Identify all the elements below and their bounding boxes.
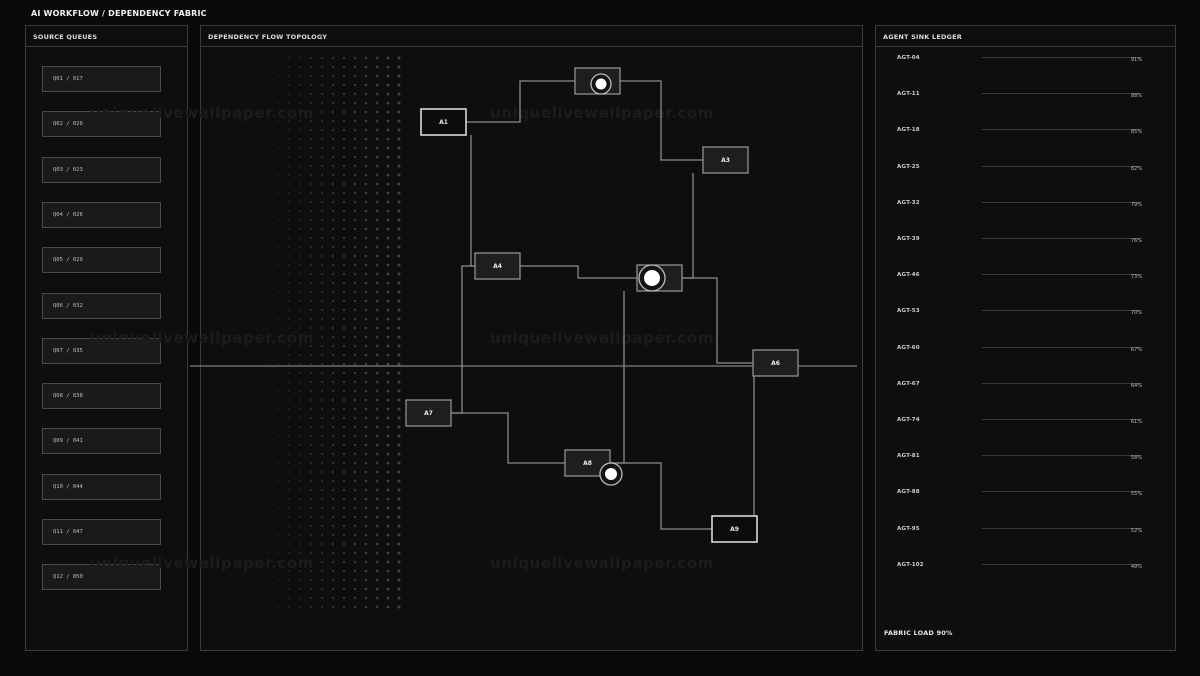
ledger-divider: [982, 274, 1142, 276]
ledger-divider: [982, 310, 1142, 312]
topology-panel: DEPENDENCY FLOW TOPOLOGY: [200, 25, 863, 651]
ledger-divider: [982, 491, 1142, 493]
queue-item[interactable]: Q09 / 041: [42, 428, 161, 455]
queue-item[interactable]: Q05 / 029: [42, 247, 161, 274]
ledger-row: AGT-60 67%: [876, 345, 1177, 365]
fabric-load-label: FABRIC LOAD 90%: [884, 629, 953, 637]
ledger-divider: [982, 419, 1142, 420]
queue-item[interactable]: Q02 / 020: [42, 111, 161, 138]
queue-item[interactable]: Q04 / 026: [42, 201, 161, 228]
ledger-agent-name: AGT-39: [897, 236, 920, 242]
app-title: AI WORKFLOW / DEPENDENCY FABRIC: [31, 9, 207, 18]
ledger-percentage: 88%: [1130, 93, 1142, 100]
ledger-divider: [982, 455, 1142, 457]
ledger-row: AGT-102 49%: [876, 562, 1177, 582]
queue-item[interactable]: Q01 / 017: [42, 66, 161, 92]
ledger-agent-name: AGT-95: [897, 525, 920, 532]
ledger-agent-name: AGT-32: [897, 199, 920, 206]
ledger-percentage: 76%: [1130, 238, 1142, 244]
ledger-row: AGT-46 73%: [876, 272, 1177, 292]
queue-item[interactable]: Q12 / 050: [42, 564, 161, 591]
ledger-agent-name: AGT-04: [897, 55, 920, 61]
ledger-percentage: 61%: [1130, 419, 1142, 425]
ledger-divider: [982, 346, 1142, 348]
ledger-agent-name: AGT-88: [897, 489, 920, 496]
ledger-percentage: 55%: [1130, 491, 1142, 498]
ledger-agent-name: AGT-46: [897, 272, 920, 279]
ledger-divider: [982, 93, 1142, 95]
ledger-agent-name: AGT-53: [897, 308, 920, 315]
ledger-row: AGT-95 52%: [876, 526, 1177, 546]
ledger-row: AGT-32 79%: [876, 200, 1177, 220]
queue-item[interactable]: Q11 / 047: [42, 519, 161, 545]
ledger-agent-name: AGT-25: [897, 163, 920, 170]
ledger-percentage: 52%: [1130, 527, 1142, 534]
ledger-agent-name: AGT-60: [897, 344, 920, 351]
ledger-row: AGT-88 55%: [876, 489, 1177, 509]
ledger-divider: [982, 201, 1142, 203]
ledger-percentage: 91%: [1130, 57, 1142, 63]
ledger-divider: [982, 238, 1142, 239]
queue-item[interactable]: Q07 / 035: [42, 337, 161, 364]
ledger-percentage: 70%: [1130, 310, 1142, 317]
ledger-agent-name: AGT-67: [897, 380, 920, 387]
ledger-row: AGT-18 85%: [876, 127, 1177, 147]
ledger-agent-name: AGT-102: [897, 561, 924, 568]
ledger-row: AGT-25 82%: [876, 164, 1177, 184]
ledger-percentage: 82%: [1130, 165, 1142, 172]
queue-item[interactable]: Q06 / 032: [42, 292, 161, 319]
ledger-agent-name: AGT-11: [897, 91, 920, 98]
ledger-agent-name: AGT-74: [897, 417, 920, 423]
ledger-row: AGT-81 58%: [876, 453, 1177, 473]
ledger-percentage: 85%: [1130, 129, 1142, 136]
ledger-percentage: 79%: [1130, 201, 1142, 208]
ledger-divider: [982, 382, 1142, 384]
ledger-row: AGT-67 64%: [876, 381, 1177, 401]
source-queues-title: SOURCE QUEUES: [26, 26, 187, 47]
ledger-divider: [982, 57, 1142, 58]
ledger-row: AGT-11 88%: [876, 91, 1177, 111]
topology-title: DEPENDENCY FLOW TOPOLOGY: [201, 26, 862, 47]
ledger-divider: [982, 165, 1142, 167]
ledger-agent-name: AGT-18: [897, 127, 920, 134]
ledger-divider: [982, 527, 1142, 529]
ledger-percentage: 49%: [1130, 563, 1142, 570]
ledger-divider: [982, 563, 1142, 565]
queue-item[interactable]: Q08 / 038: [42, 383, 161, 410]
ledger-percentage: 64%: [1130, 382, 1142, 389]
ledger-row: AGT-53 70%: [876, 308, 1177, 328]
ledger-agent-name: AGT-81: [897, 453, 920, 460]
ledger-percentage: 58%: [1130, 455, 1142, 462]
ledger-row: AGT-39 76%: [876, 236, 1177, 256]
ledger-percentage: 73%: [1130, 274, 1142, 281]
queue-item[interactable]: Q10 / 044: [42, 473, 161, 500]
queue-item[interactable]: Q03 / 023: [42, 156, 161, 183]
ledger-divider: [982, 129, 1142, 131]
ledger-percentage: 67%: [1130, 346, 1142, 353]
ledger-row: AGT-04 91%: [876, 55, 1177, 75]
ledger-title: AGENT SINK LEDGER: [876, 26, 1175, 47]
ledger-row: AGT-74 61%: [876, 417, 1177, 437]
